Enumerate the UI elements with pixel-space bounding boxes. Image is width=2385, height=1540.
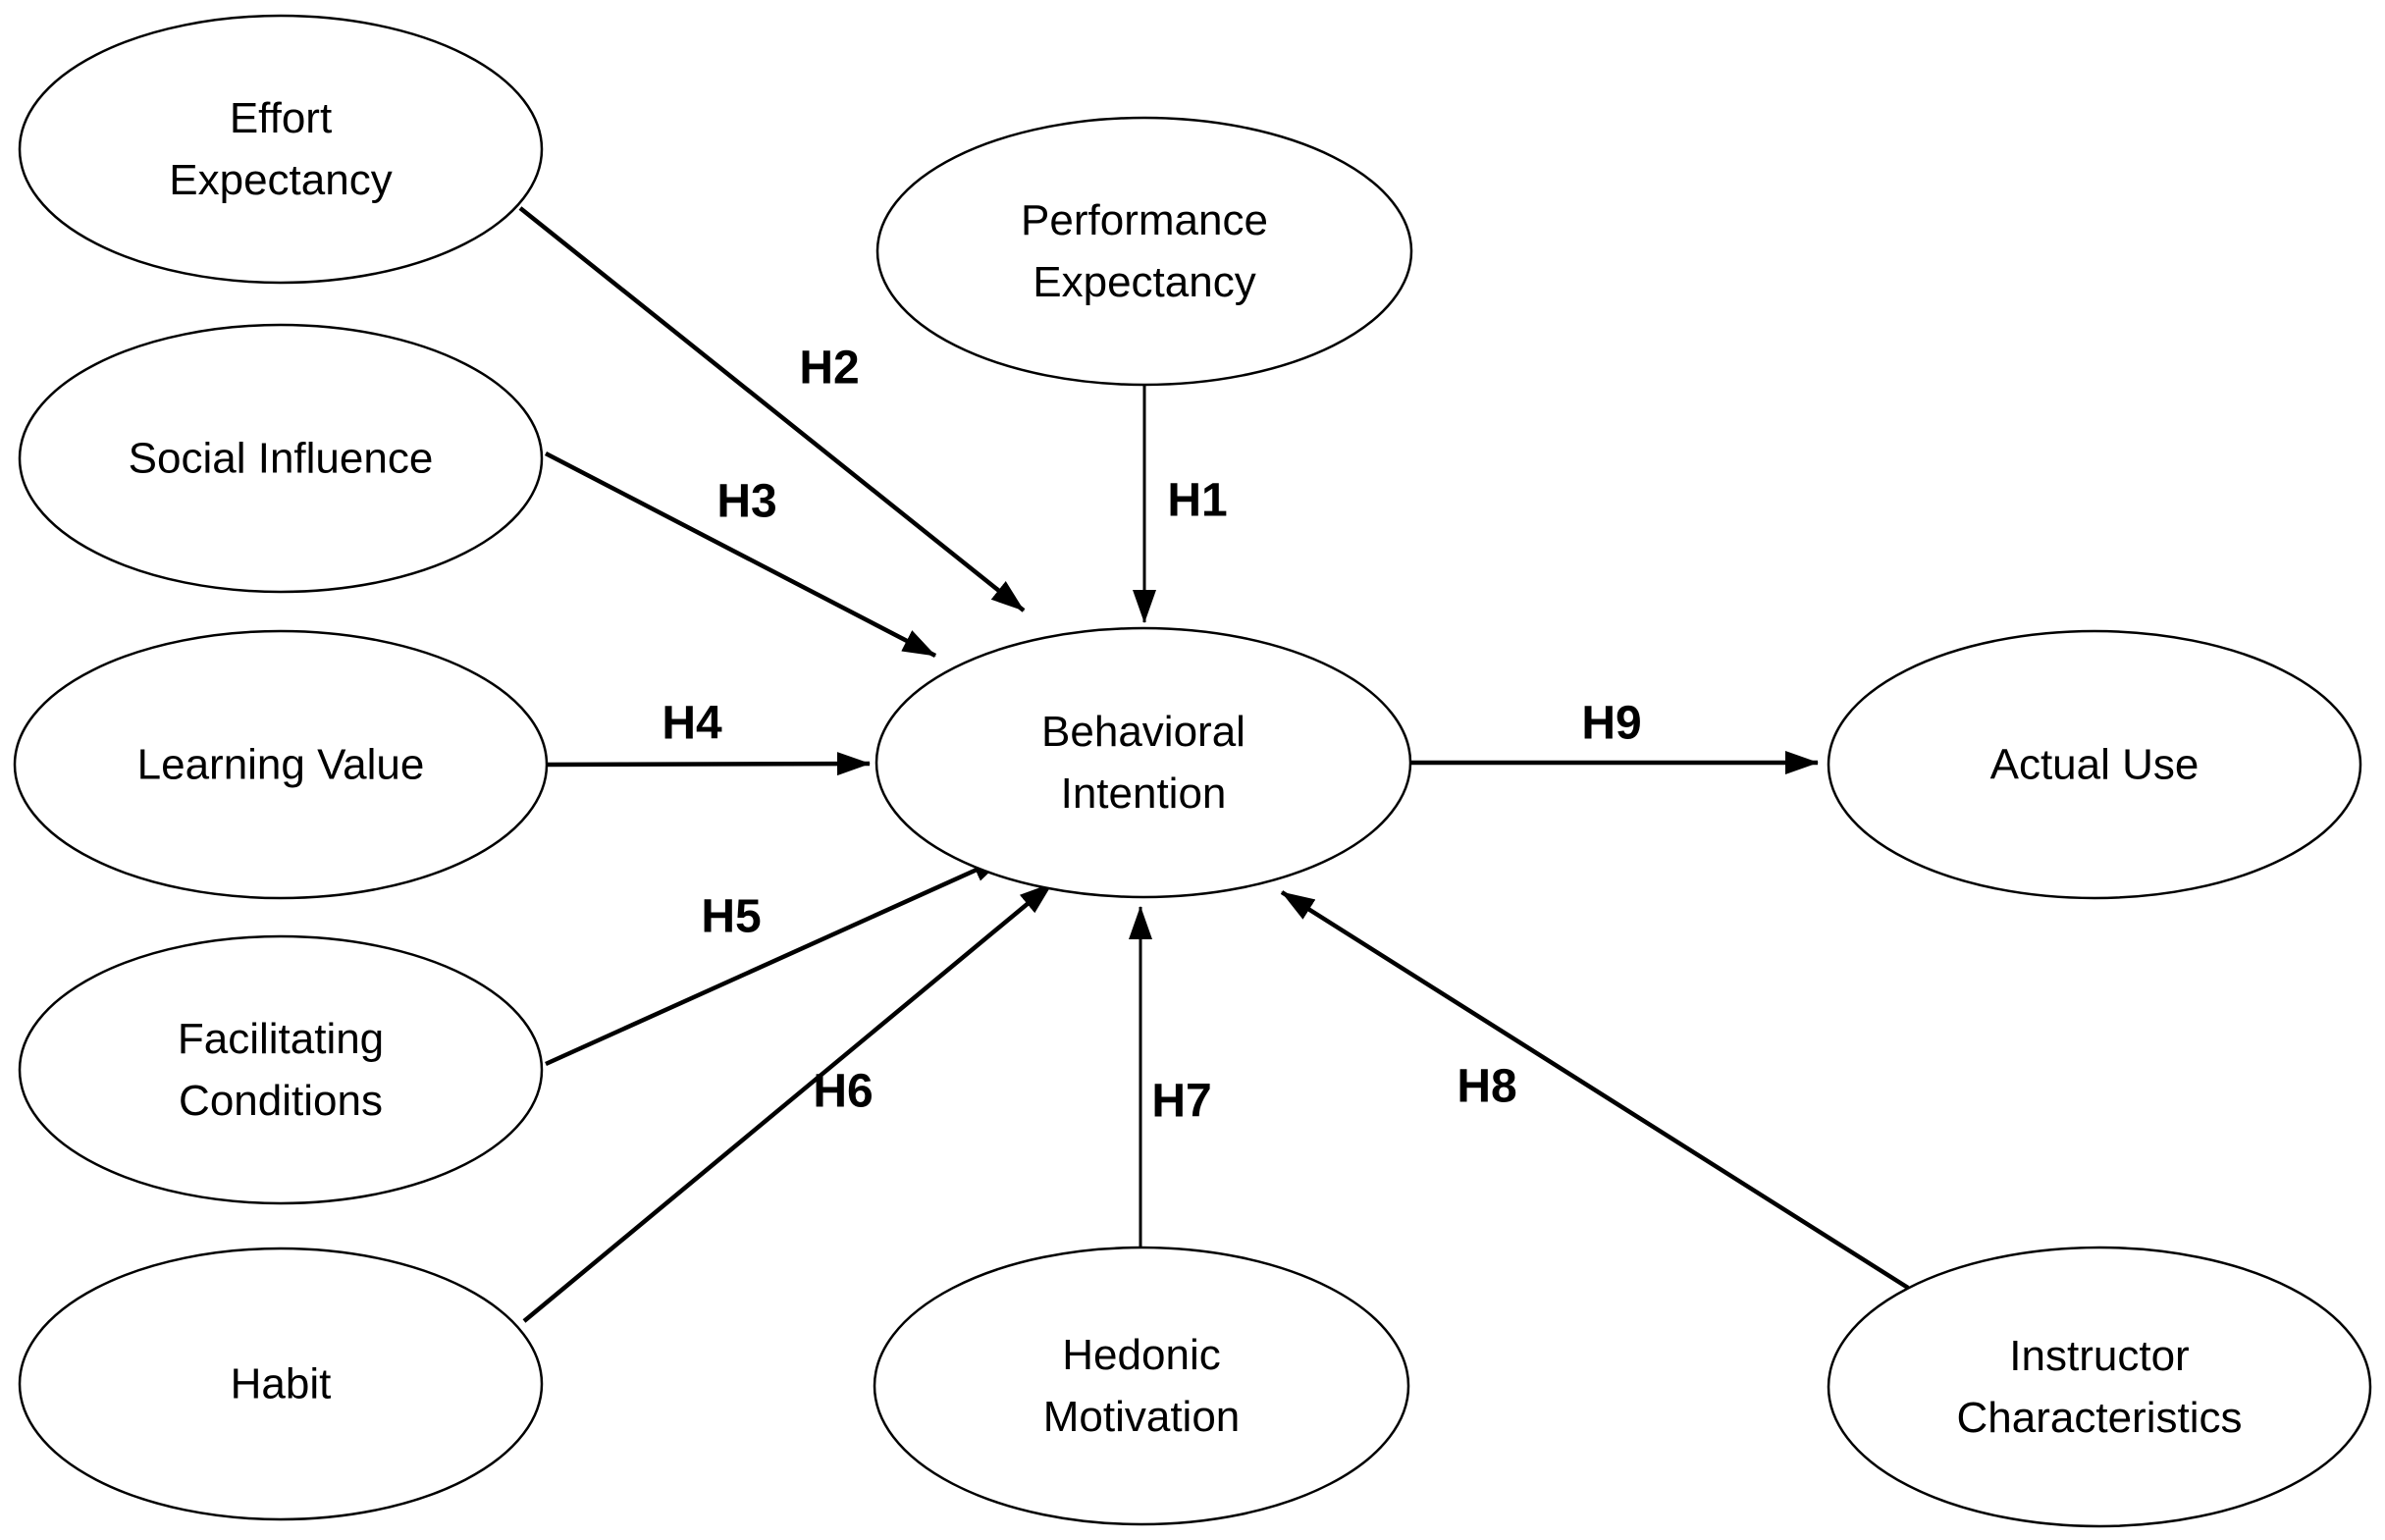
node-label-hedonic-motivation-line-1: Hedonic: [1062, 1331, 1220, 1379]
node-ellipse-behavioral-intention: [874, 626, 1412, 899]
node-ellipse-social-influence: [18, 323, 544, 594]
node-label-instructor-characteristics-line-1: Instructor: [2009, 1332, 2189, 1380]
node-ellipse-effort-expectancy: [18, 14, 544, 285]
hypothesis-label-h9: H9: [1581, 698, 1641, 750]
edge-h9: H9: [1410, 698, 1819, 774]
node-label-behavioral-intention-line-1: Behavioral: [1041, 708, 1246, 756]
node-label-actual-use-line-1: Actual Use: [1990, 741, 2200, 789]
arrow-line-h2: [518, 206, 1026, 612]
hypothesis-label-h7: H7: [1151, 1076, 1211, 1128]
node-social-influence: Social Influence: [18, 323, 544, 594]
edge-h8: H8: [1280, 890, 1910, 1290]
hypothesis-label-h6: H6: [813, 1066, 873, 1118]
hypothesis-label-h1: H1: [1167, 475, 1227, 527]
node-label-behavioral-intention-line-2: Intention: [1061, 770, 1227, 818]
node-actual-use: Actual Use: [1827, 629, 2362, 900]
node-label-social-influence-line-1: Social Influence: [129, 435, 434, 483]
node-ellipse-instructor-characteristics: [1827, 1246, 2372, 1528]
node-learning-value: Learning Value: [13, 629, 549, 900]
node-ellipse-facilitating-conditions: [18, 934, 544, 1205]
edge-h3: H3: [544, 451, 937, 658]
node-label-facilitating-conditions-line-2: Conditions: [179, 1077, 383, 1125]
node-ellipse-actual-use: [1827, 629, 2362, 900]
arrow-line-h8: [1280, 890, 1910, 1290]
node-ellipse-habit: [18, 1247, 544, 1521]
arrow-line-h3: [544, 451, 937, 658]
edge-h7: H7: [1129, 906, 1212, 1247]
edge-h6: H6: [522, 881, 1054, 1323]
hypothesis-label-h3: H3: [716, 476, 776, 528]
node-habit: Habit: [18, 1247, 544, 1521]
node-ellipse-hedonic-motivation: [873, 1246, 1410, 1526]
hypothesis-label-h5: H5: [701, 891, 761, 943]
node-label-performance-expectancy-line-2: Expectancy: [1033, 258, 1255, 306]
node-ellipse-learning-value: [13, 629, 549, 900]
node-label-learning-value-line-1: Learning Value: [137, 741, 425, 789]
edge-h4: H4: [546, 698, 871, 776]
node-label-facilitating-conditions-line-1: Facilitating: [178, 1015, 384, 1063]
node-label-instructor-characteristics-line-2: Characteristics: [1957, 1394, 2243, 1442]
arrow-line-h6: [522, 881, 1054, 1323]
node-label-performance-expectancy-line-1: Performance: [1021, 196, 1268, 244]
node-label-effort-expectancy-line-1: Effort: [230, 94, 332, 142]
node-label-habit-line-1: Habit: [231, 1360, 332, 1408]
edge-h2: H2: [518, 206, 1026, 612]
arrow-line-h5: [545, 854, 1006, 1067]
node-label-effort-expectancy-line-2: Expectancy: [169, 156, 392, 204]
arrow-line-h4: [546, 752, 871, 776]
node-ellipse-performance-expectancy: [875, 116, 1413, 387]
node-label-hedonic-motivation-line-2: Motivation: [1043, 1393, 1241, 1441]
hypothesis-label-h8: H8: [1457, 1061, 1516, 1113]
hypothesis-label-h4: H4: [662, 698, 722, 750]
edge-h5: H5: [545, 854, 1006, 1067]
edge-h1: H1: [1133, 386, 1228, 623]
hypothesis-label-h2: H2: [799, 343, 859, 395]
